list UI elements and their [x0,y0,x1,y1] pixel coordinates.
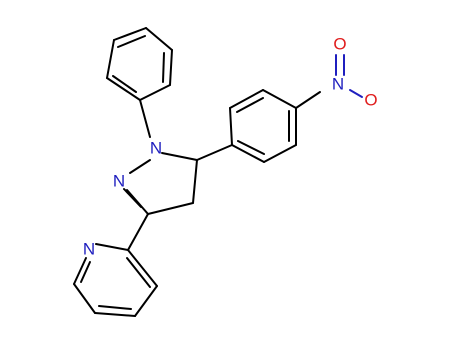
atom-label-nitro-o-top: O [333,35,346,54]
atom-label-n2: N [113,172,125,191]
phenyl-ring [106,27,173,101]
bond [169,49,173,86]
bond [147,202,194,215]
pyrazoline-ring [123,152,198,215]
bond [196,144,233,161]
bond [162,52,165,83]
bond [262,89,297,109]
bond [263,144,297,163]
bond [192,159,198,204]
bond [113,27,147,41]
bond [139,99,151,138]
bond [139,84,171,101]
bond [98,305,132,310]
pyridine-ring [73,243,158,317]
bond [123,188,142,208]
bond [106,39,115,79]
bond [127,213,149,251]
nitro-group [295,54,363,109]
bond [117,35,146,48]
bond [134,285,158,317]
bond [349,89,363,98]
bond [73,283,96,314]
bond [129,159,151,174]
bond [236,97,264,113]
bond [295,91,321,109]
bond [229,107,233,146]
bond [145,27,173,51]
bond [73,257,87,285]
bond [237,140,265,155]
bond [112,75,137,93]
bond [231,144,265,163]
bond [95,243,129,251]
bond [161,152,198,161]
nitrophenyl-ring [196,89,297,163]
bond [94,312,136,317]
atom-label-nitro-n: N [332,75,344,94]
bond [127,249,158,287]
atom-label-nitro-o-right: O [364,91,377,110]
bond [229,89,264,109]
bond [80,261,91,283]
bond [106,77,141,101]
bond [126,257,151,288]
atom-label-pyridine-n: N [83,240,95,259]
atom-label-n1: N [150,139,162,158]
